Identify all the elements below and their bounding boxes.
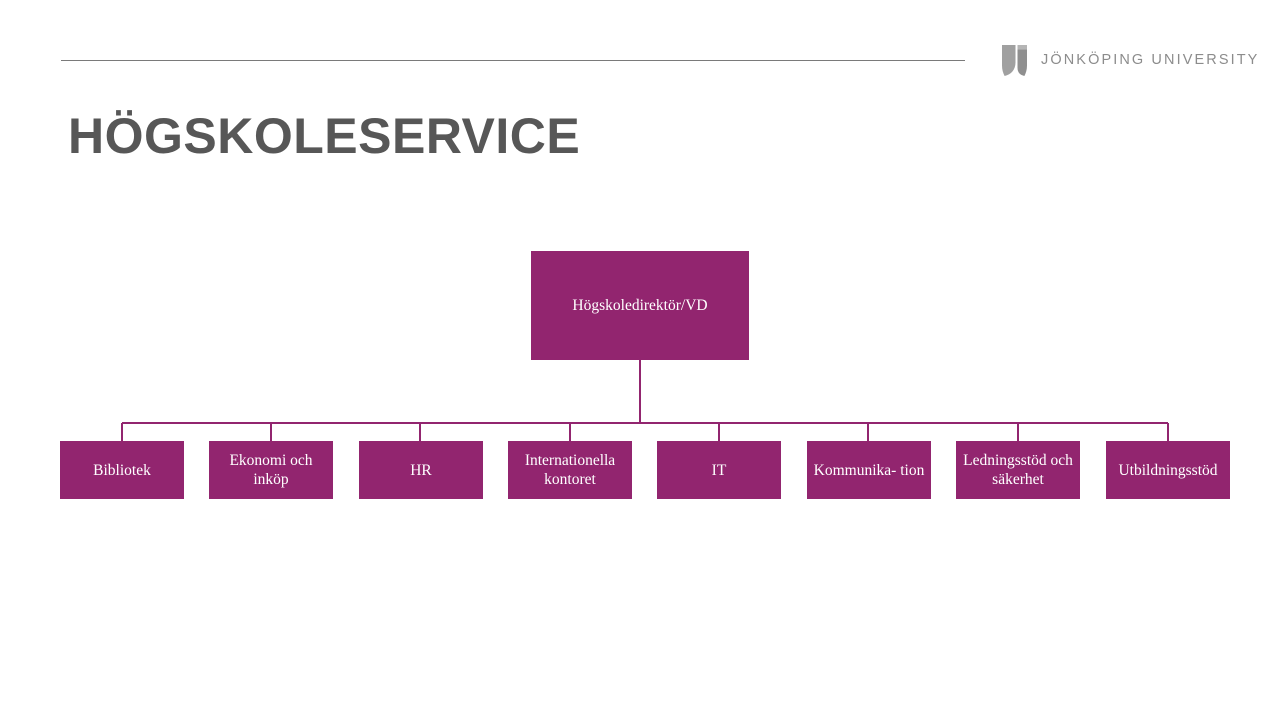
org-node-hr[interactable]: HR <box>359 441 483 499</box>
org-node-label: IT <box>711 461 727 479</box>
shield-icon <box>1002 44 1027 76</box>
org-node-it[interactable]: IT <box>657 441 781 499</box>
org-node-label: Kommunika- tion <box>813 461 925 479</box>
org-node-label: Utbildningsstöd <box>1118 461 1218 479</box>
org-node-label: Ekonomi och inköp <box>229 452 313 488</box>
page-title: HÖGSKOLESERVICE <box>68 108 581 164</box>
org-node-label: HR <box>410 461 432 479</box>
org-node-label: Högskoledirektör/VD <box>572 296 708 314</box>
org-node-ekonomi-och-inkop[interactable]: Ekonomi och inköp <box>209 441 333 499</box>
org-node-utbildningsstod[interactable]: Utbildningsstöd <box>1106 441 1230 499</box>
org-node-root[interactable]: Högskoledirektör/VD <box>531 251 749 360</box>
org-node-label: Bibliotek <box>93 461 151 479</box>
org-node-ledningsstod-och-sakerhet[interactable]: Ledningsstöd och säkerhet <box>956 441 1080 499</box>
brand-logo: JÖNKÖPING UNIVERSITY <box>1002 44 1259 76</box>
org-node-internationella-kontoret[interactable]: Internationella kontoret <box>508 441 632 499</box>
header-divider <box>61 60 965 61</box>
logo-wordmark: JÖNKÖPING UNIVERSITY <box>1041 51 1260 68</box>
org-node-kommunikation[interactable]: Kommunika- tion <box>807 441 931 499</box>
org-node-label: Ledningsstöd och säkerhet <box>963 452 1073 488</box>
org-node-label: Internationella kontoret <box>524 452 616 488</box>
org-node-bibliotek[interactable]: Bibliotek <box>60 441 184 499</box>
